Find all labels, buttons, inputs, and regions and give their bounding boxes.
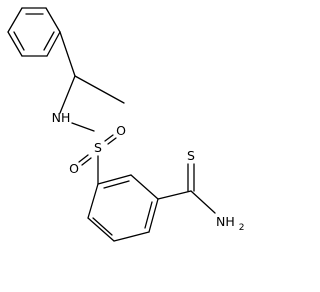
double-bond-inner — [144, 201, 153, 229]
oxygen-left-label: O — [69, 161, 79, 176]
bond — [97, 174, 132, 185]
bond — [87, 183, 99, 219]
double-bond-inner — [92, 217, 113, 236]
chemical-structure-diagram: NH S O O S NH 2 — [7, 7, 244, 242]
double-bond-s-o-right — [107, 137, 117, 145]
sulfonyl-s-label: S — [94, 140, 102, 155]
bond — [113, 231, 150, 242]
bond — [87, 217, 115, 242]
bond — [7, 7, 23, 33]
double-bond-s-o-left — [81, 157, 92, 166]
nh2-label: NH 2 — [216, 214, 244, 233]
bond-ch-to-nh — [59, 75, 76, 114]
double-bond-s-o-left — [78, 154, 89, 163]
nh-label: NH — [52, 110, 71, 125]
bond — [46, 31, 61, 57]
double-bond-inner — [13, 31, 25, 51]
bond-ring-to-ch — [59, 31, 76, 77]
phenyl-ring — [7, 7, 61, 57]
bond-nh-to-s — [71, 122, 95, 132]
bond — [45, 7, 61, 33]
bond-c-to-nh2 — [190, 190, 216, 214]
double-bond-inner — [43, 31, 55, 51]
bond — [148, 198, 159, 233]
nh2-subscript: 2 — [239, 223, 245, 233]
double-bond-s-o-right — [104, 134, 114, 142]
oxygen-right-label: O — [116, 123, 126, 138]
nh2-main: NH — [216, 214, 235, 229]
benzene-ring — [87, 174, 159, 242]
bond-ch-to-methyl — [74, 75, 125, 104]
bond — [7, 31, 23, 57]
bond-ring-to-thioamide — [157, 190, 192, 200]
bond — [130, 174, 159, 200]
thio-s-label: S — [187, 148, 195, 163]
double-bond-inner — [103, 180, 130, 189]
